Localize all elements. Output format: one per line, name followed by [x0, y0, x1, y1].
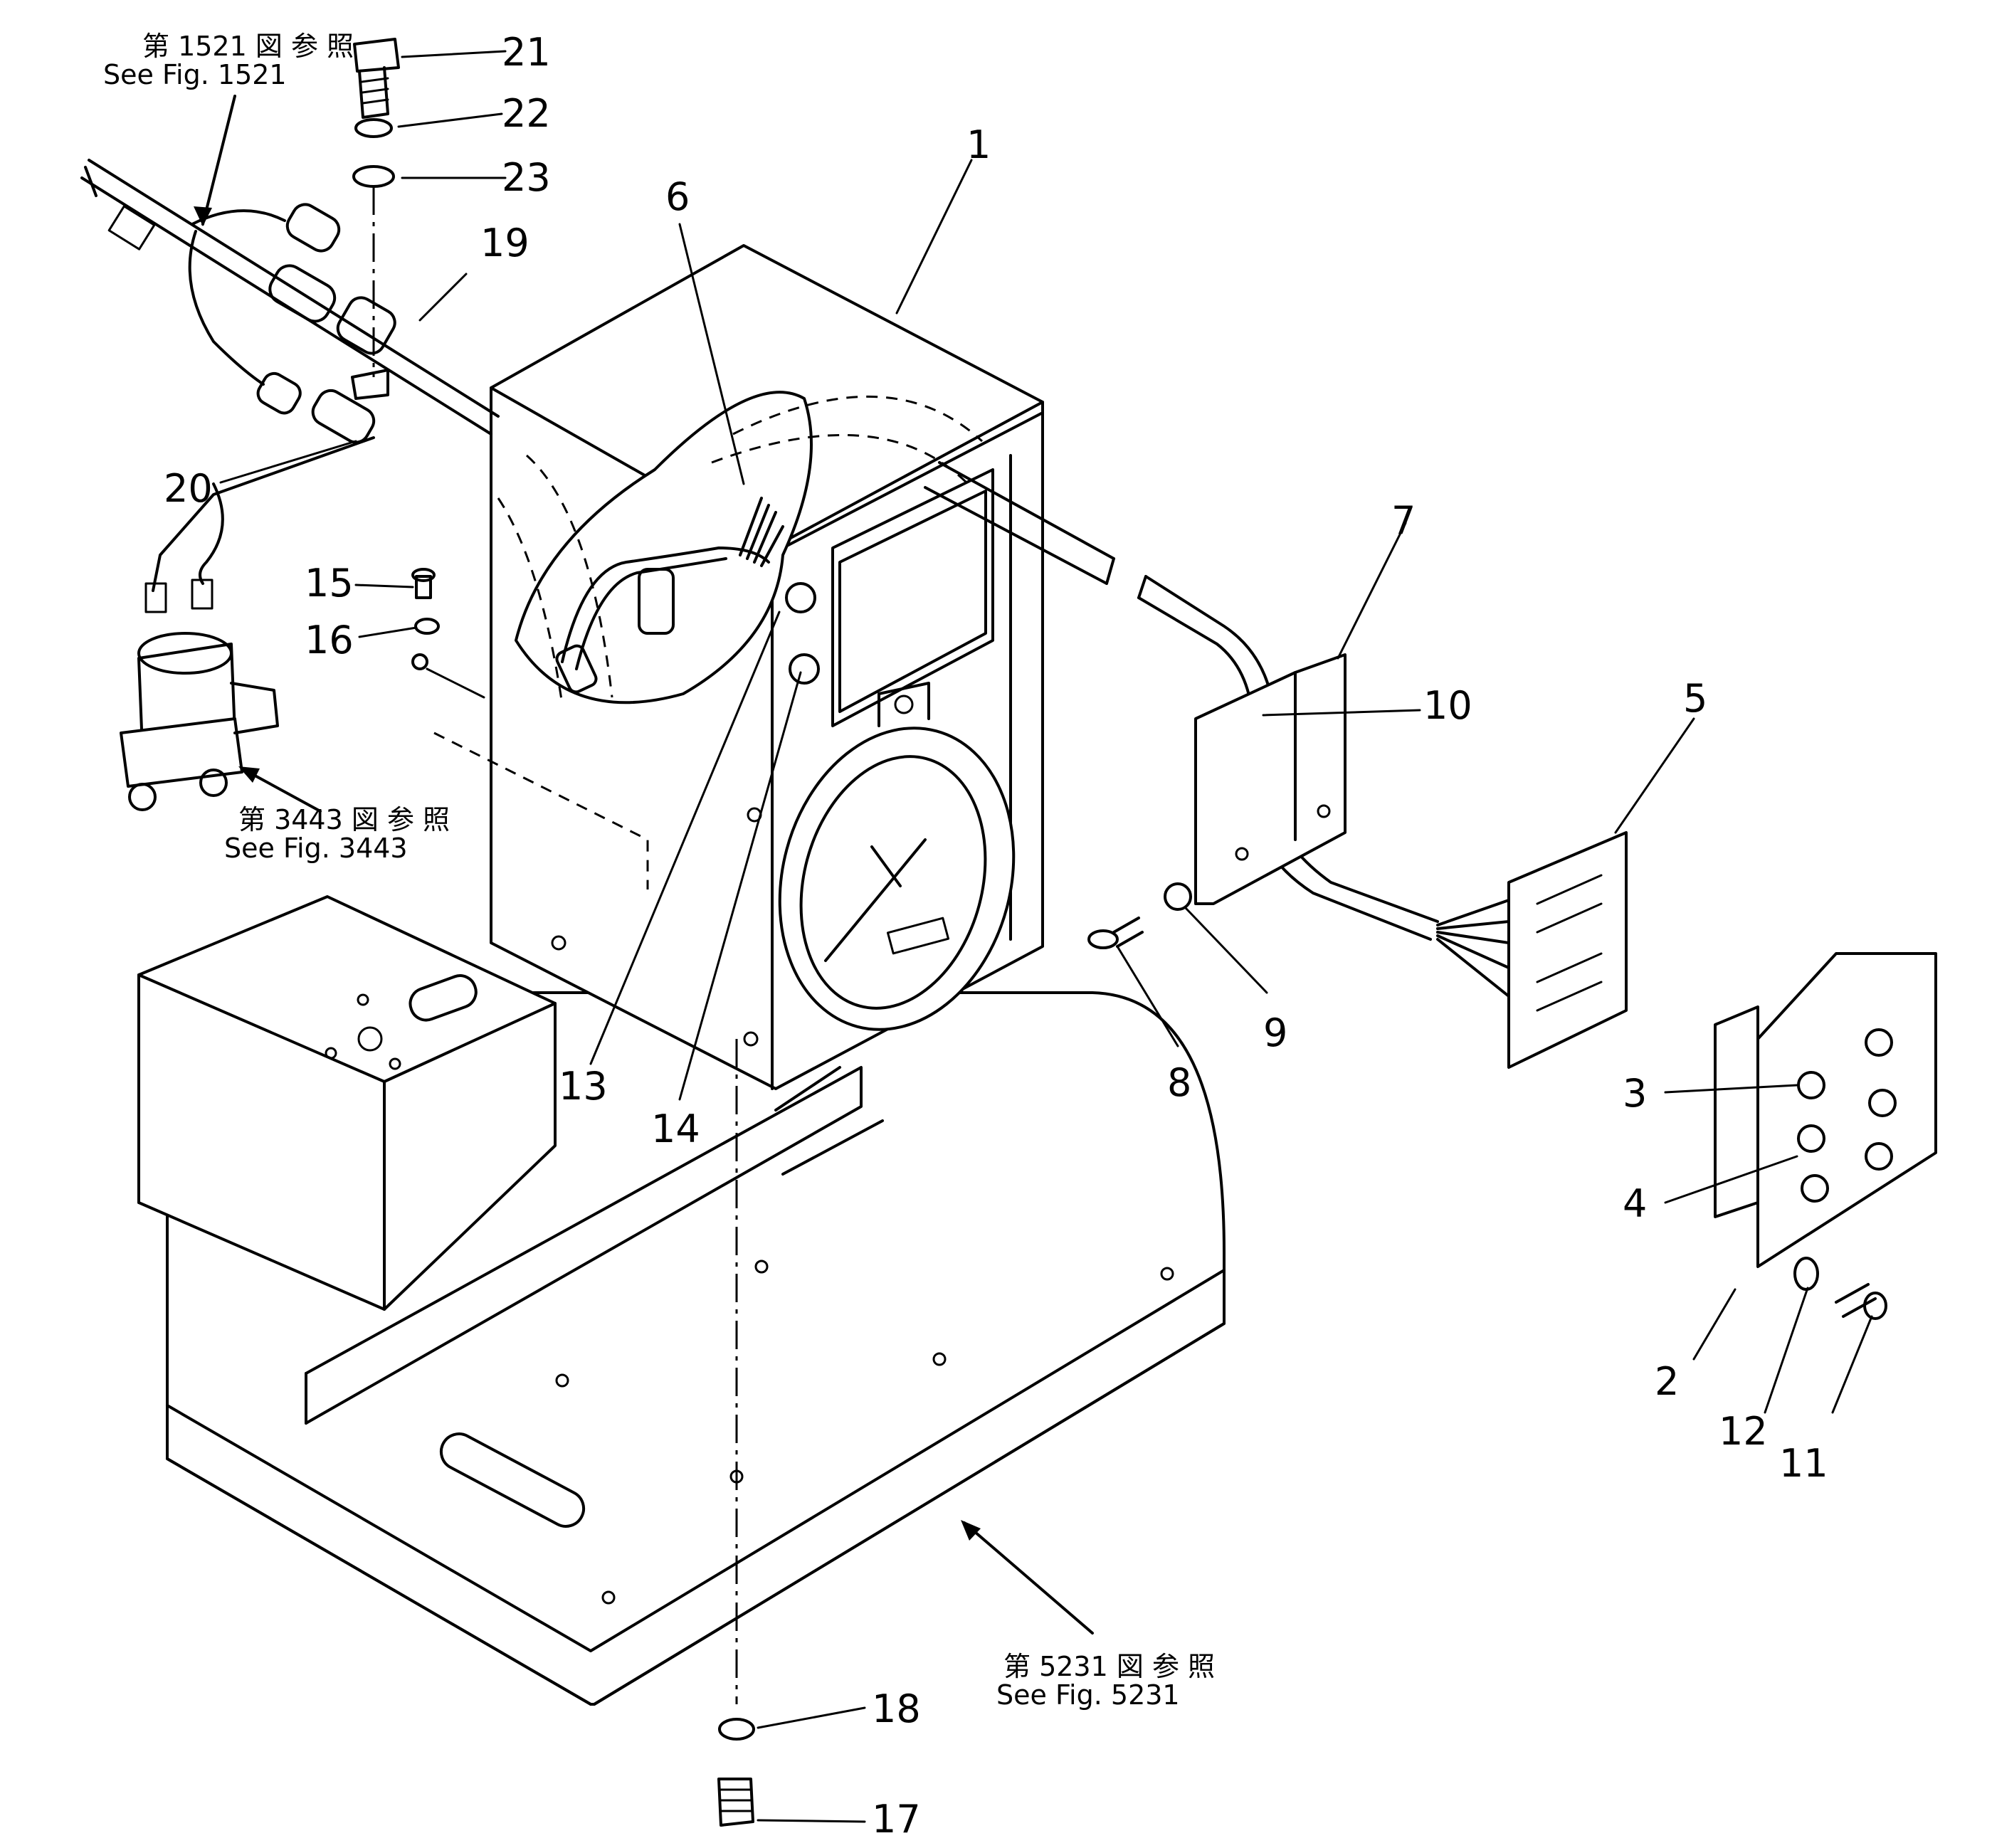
part-label-8: 8	[1167, 1060, 1191, 1105]
rear-box	[137, 895, 557, 1311]
part-label-2: 2	[1655, 1359, 1679, 1404]
ref-5231-jp: 第 5231 図 参 照	[1003, 1651, 1215, 1682]
solenoid-valve	[120, 632, 279, 811]
part-label-23: 23	[502, 155, 551, 200]
reference-arrows	[194, 95, 1094, 1635]
part-label-16: 16	[305, 618, 354, 662]
fasteners	[411, 568, 1887, 1827]
part-label-6: 6	[665, 174, 690, 219]
bolt-stack-top	[352, 38, 400, 377]
part-label-3: 3	[1623, 1071, 1647, 1116]
part-label-14: 14	[651, 1107, 700, 1151]
ref-1521-en: See Fig. 1521	[103, 59, 287, 90]
part-label-12: 12	[1719, 1409, 1768, 1454]
upper-harness	[80, 159, 500, 613]
part-label-15: 15	[305, 561, 354, 606]
part-label-22: 22	[502, 91, 551, 136]
part-label-13: 13	[559, 1064, 608, 1109]
switch-panel	[1714, 952, 1937, 1268]
leader-lines	[219, 50, 1873, 1823]
ref-1521-jp: 第 1521 図 参 照	[142, 31, 354, 62]
figure-references: 第 1521 図 参 照 See Fig. 1521 第 3443 図 参 照 …	[103, 31, 1215, 1711]
gauge	[778, 682, 1016, 1031]
ref-3443-jp: 第 3443 図 参 照	[238, 804, 450, 835]
part-label-21: 21	[502, 30, 551, 75]
part-label-9: 9	[1263, 1010, 1287, 1055]
part-label-10: 10	[1423, 683, 1472, 728]
part-label-19: 19	[480, 221, 529, 265]
terminal-board	[1507, 831, 1628, 1069]
part-label-17: 17	[872, 1797, 921, 1842]
part-label-4: 4	[1623, 1181, 1647, 1226]
part-label-20: 20	[164, 466, 213, 511]
bracket	[1194, 653, 1347, 905]
part-label-18: 18	[872, 1686, 921, 1731]
ref-5231-en: See Fig. 5231	[996, 1679, 1180, 1711]
ref-3443-en: See Fig. 3443	[224, 833, 408, 864]
part-label-5: 5	[1683, 676, 1707, 721]
part-label-11: 11	[1779, 1441, 1828, 1486]
part-label-7: 7	[1391, 498, 1416, 543]
part-label-1: 1	[966, 122, 991, 167]
